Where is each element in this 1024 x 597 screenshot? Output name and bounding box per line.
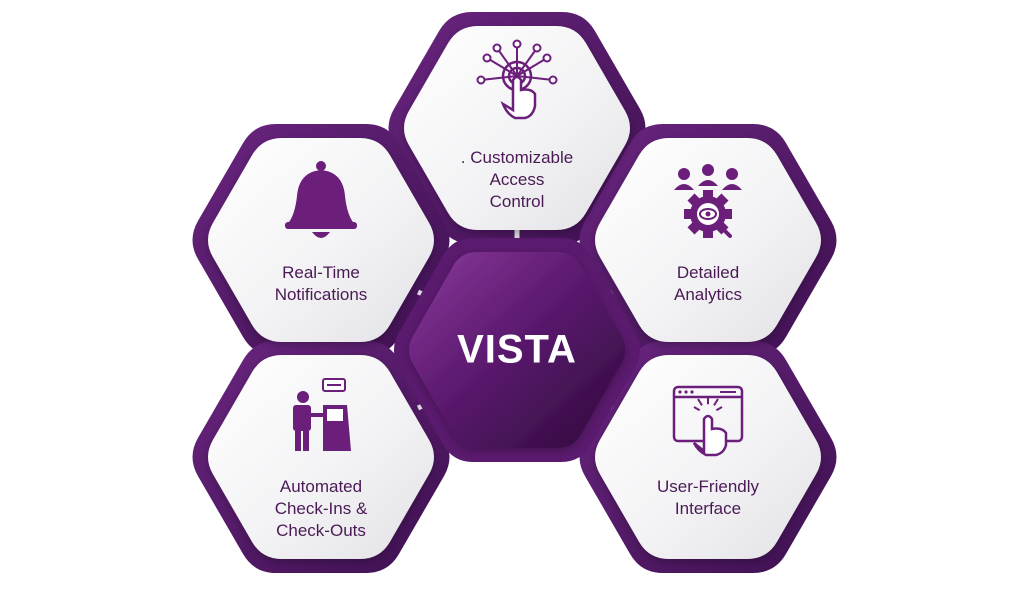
feature-label-line: Real-Time xyxy=(282,263,360,282)
feature-label-line: Check-Ins & xyxy=(275,499,368,518)
tile-hexagon xyxy=(595,138,821,342)
bell-icon xyxy=(285,161,357,238)
center-title: VISTA xyxy=(457,328,577,372)
kiosk-user-icon xyxy=(293,378,351,451)
feature-label-line: Control xyxy=(490,192,545,211)
center-hexagon: VISTA xyxy=(393,238,641,462)
feature-tiles: . CustomizableAccessControlReal-TimeNoti… xyxy=(208,26,821,559)
tile-hexagon xyxy=(595,355,821,559)
feature-label-line: User-Friendly xyxy=(657,477,760,496)
feature-label-line: Detailed xyxy=(677,263,739,282)
feature-label-line: Notifications xyxy=(275,285,368,304)
feature-label-line: Analytics xyxy=(674,285,742,304)
feature-label-line: Access xyxy=(490,170,545,189)
tile-hexagon xyxy=(208,355,434,559)
feature-label-line: Check-Outs xyxy=(276,521,366,540)
feature-label-line: Interface xyxy=(675,499,741,518)
feature-label-line: . Customizable xyxy=(461,148,573,167)
touch-network-icon xyxy=(476,39,558,120)
feature-label-line: Automated xyxy=(280,477,362,496)
tile-hexagon xyxy=(404,26,630,230)
tile-hexagon xyxy=(208,138,434,342)
browser-click-icon xyxy=(672,385,744,457)
